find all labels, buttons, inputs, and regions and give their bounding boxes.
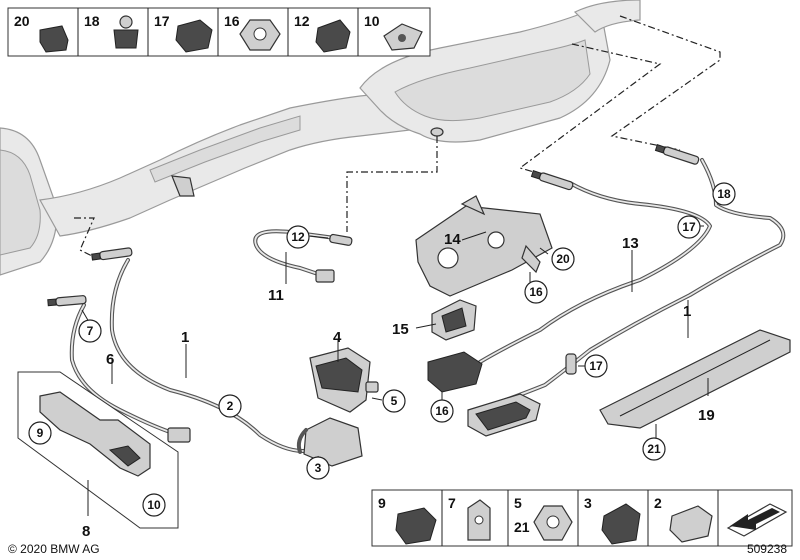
bottom-strip-sub-item-21: 21	[514, 519, 530, 535]
callout-14: 14	[444, 231, 461, 248]
circled-callout-5: 5	[382, 389, 406, 413]
bottom-strip-item-3: 3	[584, 495, 592, 511]
svg-text:10: 10	[147, 498, 161, 512]
top-strip-item-17: 17	[154, 13, 170, 29]
callout-19: 19	[698, 407, 715, 424]
top-strip-item-12: 12	[294, 13, 310, 29]
svg-text:2: 2	[227, 399, 234, 413]
svg-text:7: 7	[87, 324, 94, 338]
exhaust-system	[0, 0, 641, 276]
circled-callout-3: 3	[306, 456, 330, 480]
svg-text:5: 5	[391, 394, 398, 408]
top-strip-item-18: 18	[84, 13, 100, 29]
circled-callout-2: 2	[218, 394, 242, 418]
callout-11: 11	[268, 287, 284, 304]
circled-callouts: 2 3 5 7 9 10 12 16 16 17 17 18 20 21	[28, 182, 736, 517]
top-strip-item-10: 10	[364, 13, 380, 29]
bottom-strip-item-2: 2	[654, 495, 662, 511]
top-parts-strip: 20 18 17 16 12 10	[7, 7, 431, 57]
plain-callouts: 1 1 4 6 8 11 13 14 15 19	[82, 231, 715, 540]
callout-1-rear: 1	[683, 303, 691, 320]
svg-text:18: 18	[717, 187, 731, 201]
svg-text:21: 21	[647, 442, 661, 456]
svg-text:9: 9	[37, 426, 44, 440]
top-strip-item-20: 20	[14, 13, 30, 29]
bottom-strip-item-7: 7	[448, 495, 456, 511]
svg-text:16: 16	[529, 285, 543, 299]
circled-callout-7: 7	[78, 319, 102, 343]
circled-callout-12: 12	[286, 225, 310, 249]
circled-callout-9: 9	[28, 421, 52, 445]
svg-text:17: 17	[589, 359, 603, 373]
callout-4: 4	[333, 329, 342, 346]
view-direction-icon	[726, 503, 788, 537]
callout-13: 13	[622, 235, 639, 252]
circled-callout-18: 18	[712, 182, 736, 206]
callout-8: 8	[82, 523, 90, 540]
bottom-strip-item-9: 9	[378, 495, 386, 511]
callout-15: 15	[392, 321, 409, 338]
circled-callout-21: 21	[642, 437, 666, 461]
circled-callout-16-upper: 16	[524, 280, 548, 304]
diagram-id: 509238	[747, 542, 787, 556]
callout-1-front: 1	[181, 329, 189, 346]
svg-text:3: 3	[315, 461, 322, 475]
circled-callout-17-upper: 17	[677, 215, 701, 239]
callout-6: 6	[106, 351, 114, 368]
svg-text:12: 12	[291, 230, 305, 244]
svg-text:16: 16	[435, 404, 449, 418]
circled-callout-17-lower: 17	[584, 354, 608, 378]
bottom-strip-frame	[371, 489, 793, 547]
svg-text:17: 17	[682, 220, 696, 234]
circled-callout-20: 20	[551, 247, 575, 271]
brackets-and-units	[17, 195, 791, 529]
circled-callout-16-lower: 16	[430, 399, 454, 423]
bottom-parts-strip: 9 7 5 21 3 2	[371, 489, 793, 547]
cables	[69, 158, 786, 453]
top-strip-item-16: 16	[224, 13, 240, 29]
copyright-text: © 2020 BMW AG	[8, 542, 100, 556]
circled-callout-10: 10	[142, 493, 166, 517]
svg-text:20: 20	[556, 252, 570, 266]
bottom-strip-item-5: 5	[514, 495, 522, 511]
oxygen-sensors	[47, 144, 700, 443]
